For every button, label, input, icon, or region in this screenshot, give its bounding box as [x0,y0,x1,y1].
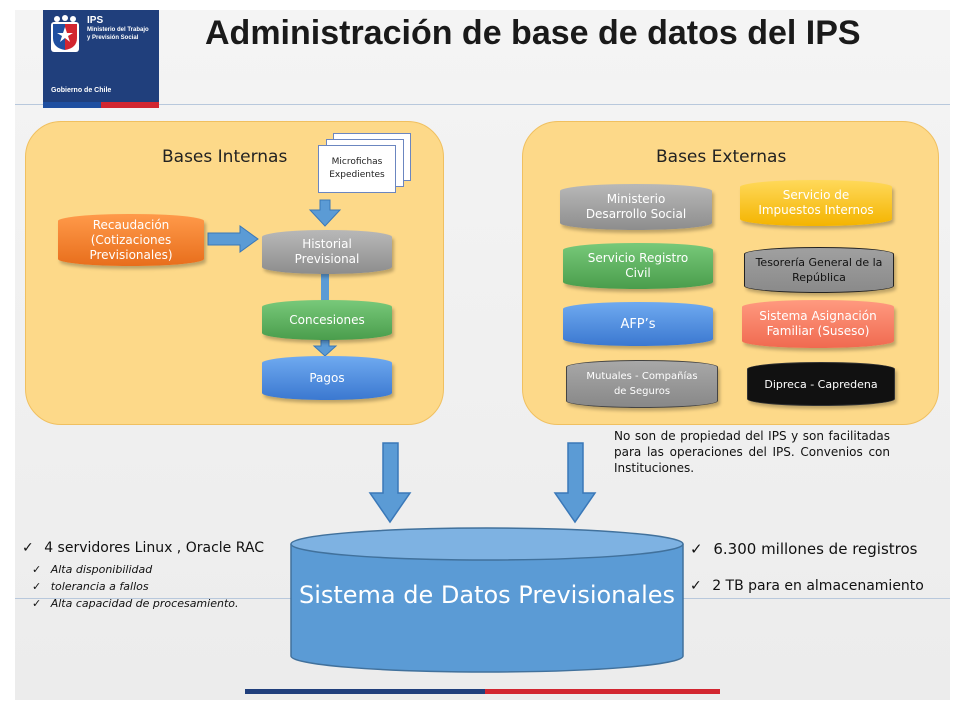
mutuales-db: Mutuales - Compañías de Seguros [566,360,718,408]
tesoreria-db: Tesorería General de la República [744,247,894,293]
check-icon: ✓ [22,540,34,556]
concesiones-db: Concesiones [262,300,392,340]
microfichas-label: Microfichas Expedientes [329,157,385,180]
left-list-main-text: 4 servidores Linux , Oracle RAC [44,540,264,556]
right-list-item-1-text: 6.300 millones de registros [713,540,918,558]
registro-civil-db: Servicio Registro Civil [563,243,713,289]
historial-label: Historial Previsional [294,237,360,266]
right-list-item-1: ✓ 6.300 millones de registros [690,540,917,558]
check-icon: ✓ [690,578,702,594]
check-icon: ✓ [32,563,42,576]
logo-gobierno-text: Gobierno de Chile [51,87,112,94]
flag-bar-blue [245,689,485,694]
logo-ministry-line-1: Ministerio del Trabajo [87,27,149,33]
check-icon: ✓ [690,540,703,558]
suseso-label: Sistema Asignación Familiar (Suseso) [759,309,877,338]
suseso-db: Sistema Asignación Familiar (Suseso) [742,300,894,348]
left-list-main: ✓ 4 servidores Linux , Oracle RAC [22,540,264,556]
right-list-item-2: ✓ 2 TB para en almacenamiento [690,578,924,594]
historial-db: Historial Previsional [262,230,392,274]
sii-label: Servicio de Impuestos Internos [758,188,874,217]
registro-civil-label: Servicio Registro Civil [587,251,689,280]
mutuales-label: Mutuales - Compañías de Seguros [586,371,698,397]
sii-db: Servicio de Impuestos Internos [740,180,892,226]
ministerio-db: Ministerio Desarrollo Social [560,184,712,230]
external-note: No son de propiedad del IPS y son facili… [614,429,890,475]
coat-of-arms-icon [51,15,79,52]
tesoreria-label: Tesorería General de la República [755,256,883,284]
central-system-label: Sistema de Datos Previsionales [298,581,676,609]
flag-bar-red [485,689,720,694]
afps-label: AFP’s [620,316,656,332]
left-list-sub-1-text: Alta disponibilidad [50,563,153,576]
left-list-sub-3-text: Alta capacidad de procesamiento. [50,597,239,610]
left-list-sub-2: ✓ tolerancia a fallos [32,580,149,593]
microfichas-document: Microfichas Expedientes [318,145,396,193]
recaudacion-label: Recaudación (Cotizaciones Previsionales) [89,217,173,262]
logo-ministry-line-2: y Previsión Social [87,35,139,41]
concesiones-label: Concesiones [289,312,365,327]
afps-db: AFP’s [563,302,713,346]
left-list-sub-3: ✓ Alta capacidad de procesamiento. [32,597,239,610]
divider-top [15,104,950,105]
left-list-sub-1: ✓ Alta disponibilidad [32,563,152,576]
internal-bases-title: Bases Internas [162,147,288,167]
left-list-sub-2-text: tolerancia a fallos [50,580,149,593]
check-icon: ✓ [32,597,42,610]
external-bases-title: Bases Externas [656,147,787,167]
pagos-label: Pagos [309,370,345,385]
pagos-db: Pagos [262,356,392,400]
logo-ips-text: IPS [87,15,104,26]
gobierno-logo: IPS Ministerio del Trabajo y Previsión S… [43,10,159,108]
dipreca-db: Dipreca - Capredena [747,362,895,406]
right-list-item-2-text: 2 TB para en almacenamiento [712,578,924,594]
dipreca-label: Dipreca - Capredena [764,377,878,391]
check-icon: ✓ [32,580,42,593]
ministerio-label: Ministerio Desarrollo Social [585,192,687,221]
recaudacion-db: Recaudación (Cotizaciones Previsionales) [58,214,204,266]
page-title: Administración de base de datos del IPS [205,14,861,52]
